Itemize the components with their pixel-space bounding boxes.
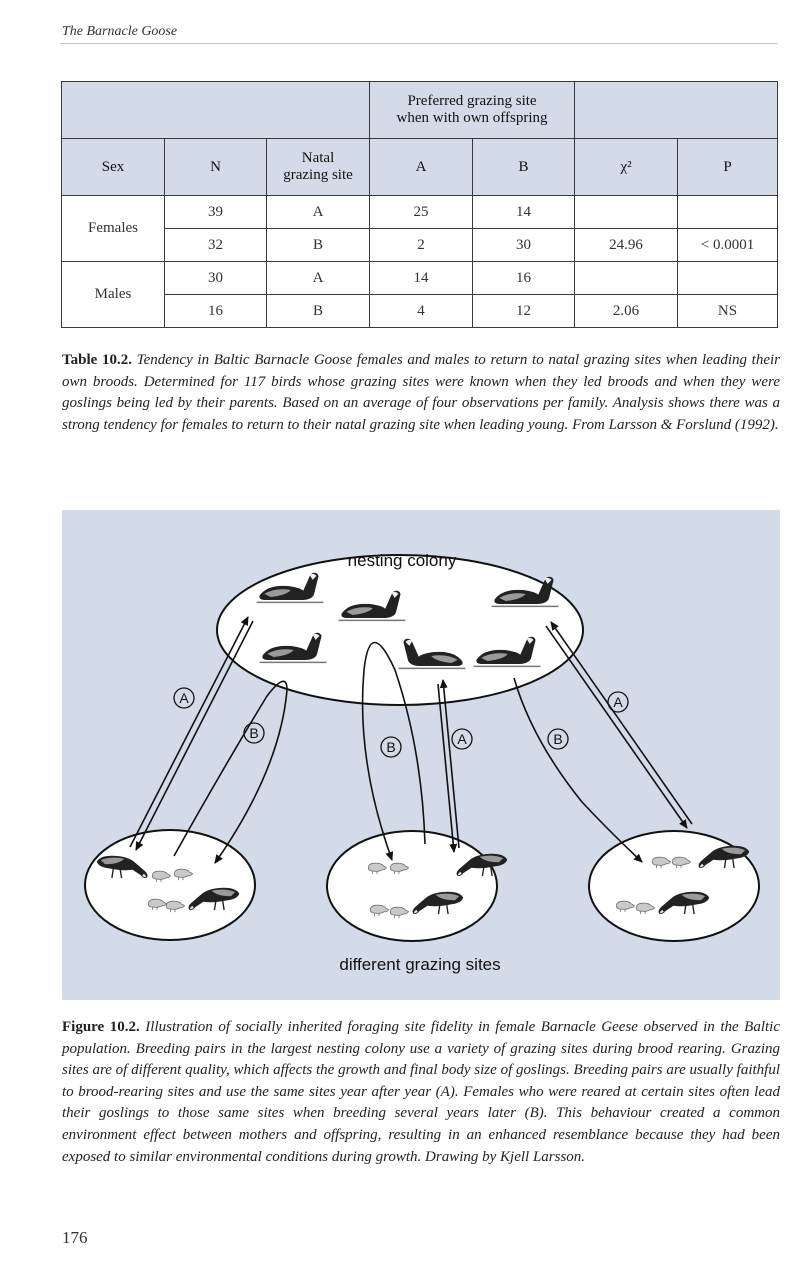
nesting-colony-label: nesting colony [348, 551, 457, 570]
col-header-n: N [165, 139, 267, 196]
table-empty-header-right [575, 82, 778, 139]
cell-natal: B [267, 295, 370, 328]
table-caption-text: Tendency in Baltic Barnacle Goose female… [62, 352, 780, 433]
group-header-line-2: when with own offspring [370, 110, 574, 127]
marker-b-left: B [249, 725, 258, 741]
col-header-natal-line-2: grazing site [267, 167, 369, 184]
table-row: 32 B 2 30 24.96 < 0.0001 [62, 229, 778, 262]
marker-b-middle: B [386, 739, 395, 755]
col-header-chi: χ² [575, 139, 678, 196]
table-header-row-2: Sex N Natal grazing site A B χ² P [62, 139, 778, 196]
cell-n: 32 [165, 229, 267, 262]
cell-b: 16 [473, 262, 575, 295]
cell-a: 2 [370, 229, 473, 262]
cell-a: 4 [370, 295, 473, 328]
figure-diagram: nesting colony [62, 510, 780, 1000]
arrow-a-left-up [130, 617, 248, 847]
cell-chi [575, 196, 678, 229]
arrow-a-right-down [546, 626, 687, 828]
marker-a-right: A [613, 694, 623, 710]
col-header-a: A [370, 139, 473, 196]
group-header-line-1: Preferred grazing site [370, 93, 574, 110]
arrow-a-left-down [136, 621, 253, 850]
cell-natal: B [267, 229, 370, 262]
grazing-sites-label: different grazing sites [339, 955, 500, 974]
cell-p: NS [678, 295, 778, 328]
cell-p [678, 196, 778, 229]
table-empty-header [62, 82, 370, 139]
cell-sex: Males [62, 262, 165, 328]
cell-b: 14 [473, 196, 575, 229]
grazing-site-middle [327, 831, 497, 941]
arrow-a-right-up [551, 622, 692, 824]
figure-caption: Figure 10.2. Illustration of socially in… [62, 1017, 780, 1168]
marker-a-middle: A [457, 731, 467, 747]
page-number: 176 [62, 1228, 88, 1248]
cell-p: < 0.0001 [678, 229, 778, 262]
cell-chi: 24.96 [575, 229, 678, 262]
col-header-natal: Natal grazing site [267, 139, 370, 196]
header-rule [60, 43, 778, 44]
data-table: Preferred grazing site when with own off… [61, 81, 778, 328]
running-head: The Barnacle Goose [62, 24, 177, 40]
cell-n: 30 [165, 262, 267, 295]
marker-b-right: B [553, 731, 562, 747]
figure-caption-label: Figure 10.2. [62, 1019, 140, 1035]
group-header: Preferred grazing site when with own off… [370, 82, 575, 139]
cell-p [678, 262, 778, 295]
cell-a: 25 [370, 196, 473, 229]
cell-b: 30 [473, 229, 575, 262]
col-header-natal-line-1: Natal [267, 150, 369, 167]
arrow-b-right [514, 678, 642, 862]
cell-n: 16 [165, 295, 267, 328]
cell-sex: Females [62, 196, 165, 262]
col-header-b: B [473, 139, 575, 196]
table-row: Females 39 A 25 14 [62, 196, 778, 229]
table-caption-label: Table 10.2. [62, 352, 132, 368]
cell-chi: 2.06 [575, 295, 678, 328]
table-caption: Table 10.2. Tendency in Baltic Barnacle … [62, 350, 780, 436]
marker-a-left: A [179, 690, 189, 706]
figure-caption-text: Illustration of socially inherited forag… [62, 1019, 780, 1165]
nesting-colony-ellipse [217, 555, 583, 705]
table-row: Males 30 A 14 16 [62, 262, 778, 295]
table-row: 16 B 4 12 2.06 NS [62, 295, 778, 328]
col-header-sex: Sex [62, 139, 165, 196]
table-header-row-1: Preferred grazing site when with own off… [62, 82, 778, 139]
cell-a: 14 [370, 262, 473, 295]
cell-natal: A [267, 262, 370, 295]
cell-natal: A [267, 196, 370, 229]
grazing-site-left [85, 830, 255, 940]
col-header-p: P [678, 139, 778, 196]
cell-n: 39 [165, 196, 267, 229]
cell-chi [575, 262, 678, 295]
cell-b: 12 [473, 295, 575, 328]
figure-panel: nesting colony [62, 510, 780, 1000]
